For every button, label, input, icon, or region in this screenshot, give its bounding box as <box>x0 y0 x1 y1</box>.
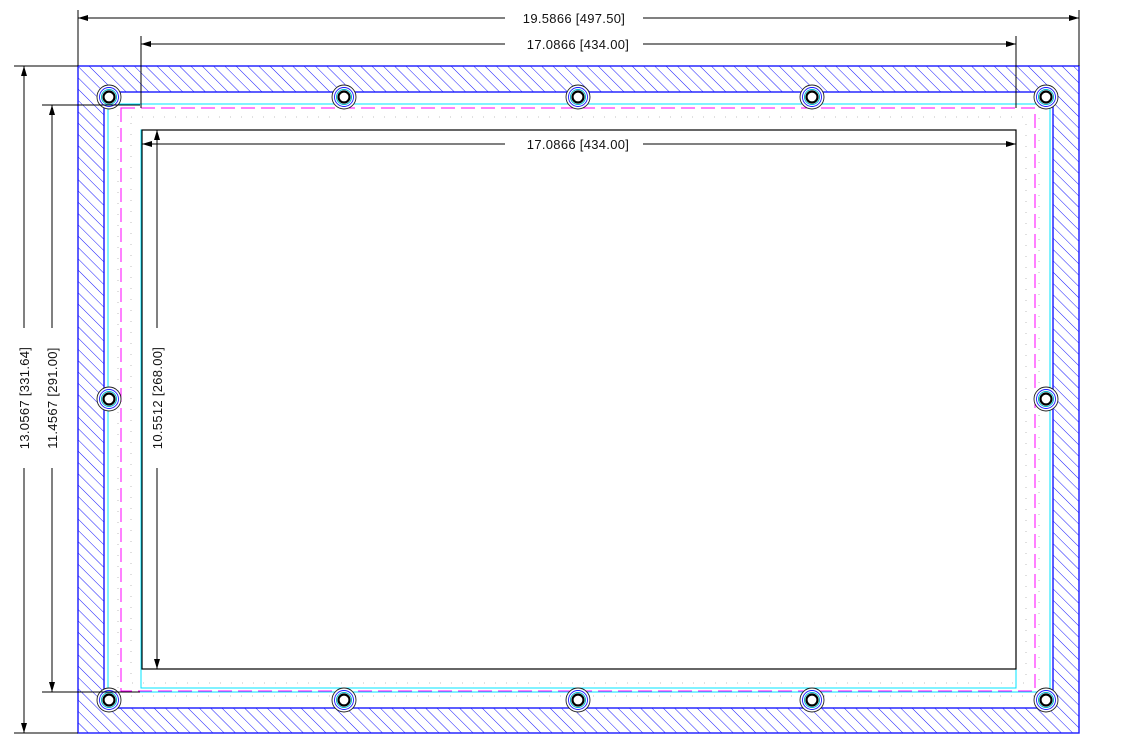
bolt-hole-icon <box>331 84 357 110</box>
dim-inner-width: 17.0866 [434.00] <box>142 137 1016 152</box>
bolt-hole-icon <box>331 687 357 713</box>
dim-hole-span-height-label: 11.4567 [291.00] <box>45 347 60 448</box>
mounting-holes <box>96 84 1059 713</box>
bolt-centerline <box>120 107 1036 692</box>
dim-overall-height: 13.0567 [331.64] <box>17 66 32 733</box>
dim-overall-width: 19.5866 [497.50] <box>78 11 1079 26</box>
bolt-hole-icon <box>565 687 591 713</box>
bolt-hole-icon <box>565 84 591 110</box>
construction-lines <box>117 103 1040 697</box>
dim-inner-height: 10.5512 [268.00] <box>150 130 165 669</box>
bolt-hole-icon <box>799 687 825 713</box>
dim-inner-width-label: 17.0866 [434.00] <box>527 137 629 152</box>
dim-overall-width-label: 19.5866 [497.50] <box>523 11 625 26</box>
dim-inner-height-label: 10.5512 [268.00] <box>150 347 165 449</box>
hatched-frame <box>77 65 1080 734</box>
bolt-hole-icon <box>799 84 825 110</box>
gasket-outline <box>107 103 1051 693</box>
bolt-hole-icon <box>96 386 122 412</box>
bolt-hole-icon <box>1033 84 1059 110</box>
dim-hole-span-width: 17.0866 [434.00] <box>141 37 1016 52</box>
dim-hole-span-height: 11.4567 [291.00] <box>45 105 60 692</box>
inner-opening <box>141 129 1017 670</box>
bolt-hole-icon <box>1033 386 1059 412</box>
bolt-hole-icon <box>1033 687 1059 713</box>
dim-overall-height-label: 13.0567 [331.64] <box>17 347 32 449</box>
extension-lines <box>14 10 1080 734</box>
dim-hole-span-width-label: 17.0866 [434.00] <box>527 37 629 52</box>
